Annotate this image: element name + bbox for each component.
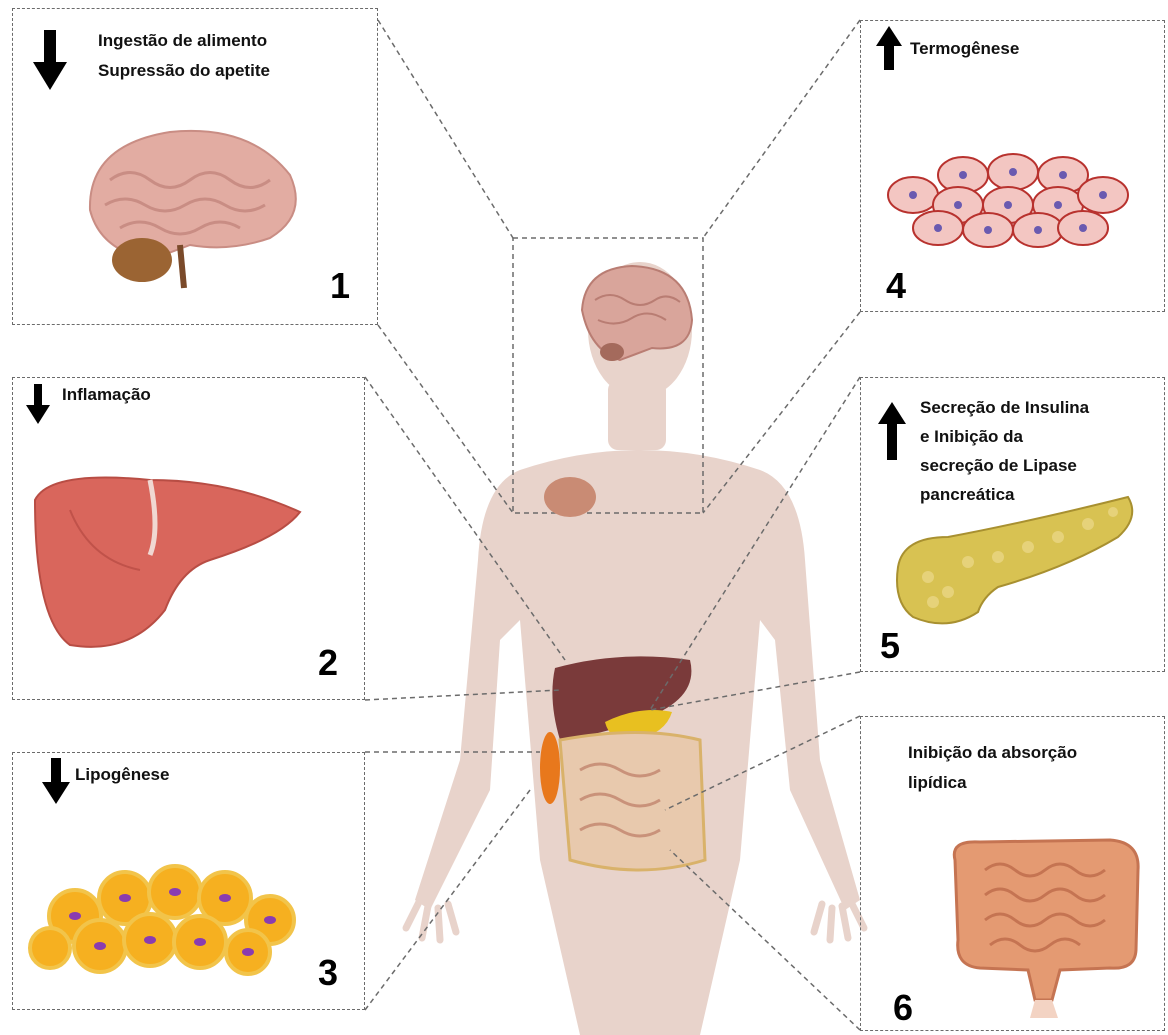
panel-6-line-1: Inibição da absorção xyxy=(908,740,1077,765)
arrow-down-icon xyxy=(42,758,70,804)
pancreas-icon xyxy=(888,492,1140,627)
white-adipose-tissue-icon xyxy=(20,858,302,980)
body-intestine-icon xyxy=(560,733,705,871)
kidney-icon xyxy=(540,732,560,804)
panel-1-number: 1 xyxy=(330,268,350,304)
panel-3-line-1: Lipogênese xyxy=(75,762,169,787)
panel-5-number: 5 xyxy=(880,628,900,664)
panel-6-number: 6 xyxy=(893,990,913,1026)
panel-2-number: 2 xyxy=(318,645,338,681)
arrow-up-icon xyxy=(876,26,902,70)
panel-2-line-1: Inflamação xyxy=(62,382,151,407)
thyroid-icon xyxy=(544,477,596,517)
panel-4-line-1: Termogênese xyxy=(910,36,1019,61)
arrow-down-icon xyxy=(33,30,67,90)
panel-5-line-2: e Inibição da xyxy=(920,424,1023,449)
panel-6-line-2: lipídica xyxy=(908,770,967,795)
brain-icon xyxy=(80,120,310,290)
intestine-icon xyxy=(940,830,1150,1020)
arrow-up-icon xyxy=(878,402,906,460)
panel-5-line-3: secreção de Lipase xyxy=(920,453,1077,478)
brown-adipose-tissue-icon xyxy=(878,150,1140,250)
arrow-down-icon xyxy=(26,384,50,424)
panel-1-line-2: Supressão do apetite xyxy=(98,58,270,83)
liver-icon xyxy=(30,470,305,655)
head-brain-icon xyxy=(582,266,692,361)
panel-4-number: 4 xyxy=(886,268,906,304)
panel-5-line-1: Secreção de Insulina xyxy=(920,395,1089,420)
panel-1-line-1: Ingestão de alimento xyxy=(98,28,267,53)
human-body-icon xyxy=(406,262,864,1035)
panel-3-number: 3 xyxy=(318,955,338,991)
